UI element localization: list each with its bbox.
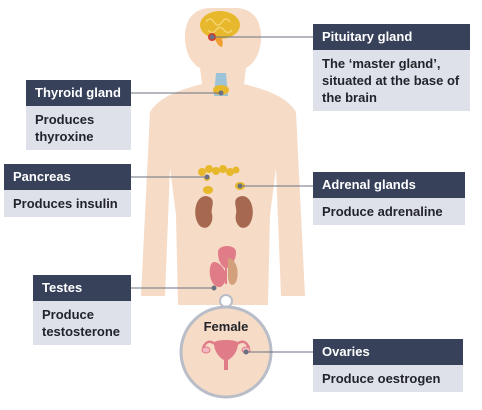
prostate [228,258,238,285]
testes [209,262,226,288]
inset-label: Female [204,319,249,334]
thyroid-gland-callout: Thyroid gland Produces thyroxine [26,80,131,150]
kidney-right [235,196,253,228]
uterus [214,340,238,370]
body-silhouette [141,8,305,305]
pituitary-gland-callout: Pituitary gland The ‘master gland’, situ… [313,24,470,111]
pituitary-gland-description: The ‘master gland’, situated at the base… [313,50,470,111]
testes-title: Testes [33,275,131,301]
kidney-left [195,196,213,228]
ovaries-description: Produce oestrogen [313,365,463,392]
adrenal-glands-title: Adrenal glands [313,172,465,198]
ovaries-callout: Ovaries Produce oestrogen [313,339,463,392]
brain-stem [214,37,223,47]
pancreas-description: Produces insulin [4,190,131,217]
testes-description: Produce testosterone [33,301,131,345]
inset-connector [219,294,233,308]
brain-folds [205,18,233,34]
adrenal-glands-description: Produce adrenaline [313,198,465,225]
leader-lines [131,34,313,355]
fallopian-tubes [201,340,251,349]
adrenal-glands-callout: Adrenal glands Produce adrenaline [313,172,465,225]
pituitary-gland-title: Pituitary gland [313,24,470,50]
thyroid-gland-description: Produces thyroxine [26,106,131,150]
pancreas-callout: Pancreas Produces insulin [4,164,131,217]
ovary-left [201,346,211,354]
ovaries-title: Ovaries [313,339,463,365]
pancreas-title: Pancreas [4,164,131,190]
thyroid-gland-title: Thyroid gland [26,80,131,106]
testes-callout: Testes Produce testosterone [33,275,131,345]
adrenal-left [203,186,213,194]
bladder [218,246,236,284]
